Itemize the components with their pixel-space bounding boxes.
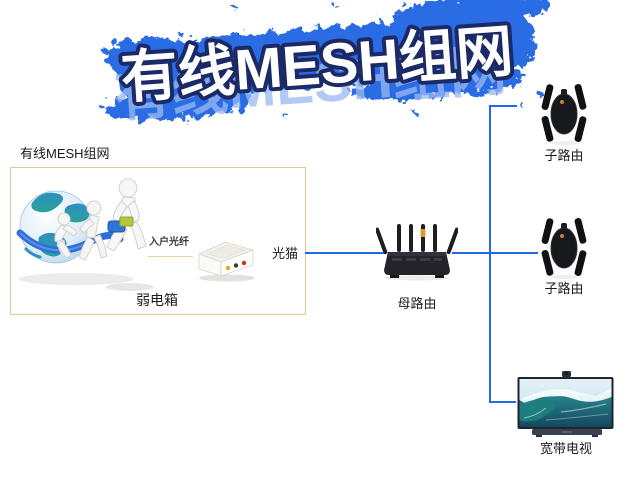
title-splatter-graphic: 有线MESH组网 有线MESH组网 [103, 0, 552, 129]
globe-figures-image [16, 178, 154, 291]
child-router-1-label: 子路由 [544, 148, 584, 163]
section-label: 有线MESH组网 [20, 146, 110, 161]
connection-branch-tv [489, 401, 516, 403]
connection-trunk-vertical [489, 105, 491, 403]
connection-branch-child1 [489, 105, 517, 107]
mother-router-label: 母路由 [397, 296, 437, 311]
connection-line-box-to-router [305, 252, 386, 254]
tv-label: 宽带电视 [539, 441, 592, 456]
fiber-wire [148, 256, 193, 257]
child-router-2-label: 子路由 [544, 281, 584, 296]
optical-modem-image [197, 241, 255, 282]
tv-image [517, 371, 614, 437]
child-router-image [541, 218, 587, 279]
mother-router-image [376, 224, 458, 281]
incoming-fiber-label: 入户光纤 [149, 237, 189, 248]
connection-line-router-to-trunk [452, 252, 538, 254]
child-router-image [541, 84, 587, 145]
splatter-blob [103, 0, 552, 121]
weak-box-caption: 弱电箱 [136, 292, 178, 308]
modem-label: 光猫 [272, 246, 299, 261]
title-banner: 有线MESH组网 有线MESH组网 [85, 0, 552, 129]
